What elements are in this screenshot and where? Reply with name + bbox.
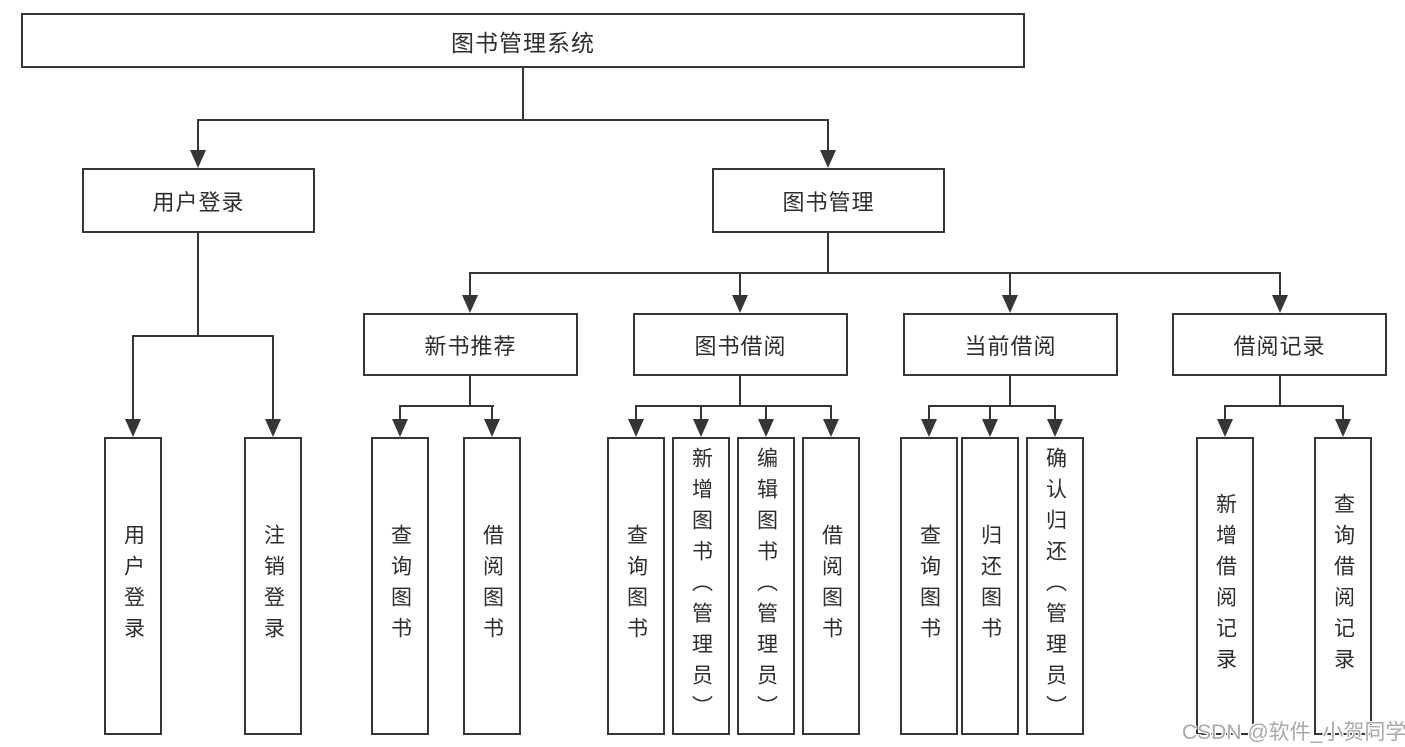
node-label: 注销登录	[261, 524, 285, 648]
node-library-management-system: 图书管理系统	[21, 13, 1025, 68]
node-label: 新书推荐	[424, 333, 517, 359]
connector-drop	[469, 272, 471, 297]
node-label: 图书借阅	[694, 333, 787, 359]
arrow-down-icon	[732, 295, 748, 313]
connector-stem	[1009, 375, 1011, 407]
arrow-down-icon	[1217, 419, 1233, 437]
node-query-books-borrowing: 查询图书	[607, 437, 665, 735]
connector-drop	[1342, 406, 1344, 421]
arrow-down-icon	[484, 419, 500, 437]
node-borrow-books-borrowing: 借阅图书	[802, 437, 860, 735]
connector-drop	[1224, 406, 1226, 421]
node-edit-book-admin: 编辑图书（管理员）	[737, 437, 795, 735]
connector-split	[928, 405, 1056, 407]
node-add-book-admin: 新增图书（管理员）	[672, 437, 730, 735]
node-book-borrowing: 图书借阅	[633, 313, 848, 376]
arrow-down-icon	[1272, 295, 1288, 313]
connector-drop	[1279, 272, 1281, 297]
connector-user-login-split	[132, 335, 274, 337]
node-label: 编辑图书（管理员）	[754, 446, 778, 726]
arrow-down-icon	[1047, 419, 1063, 437]
connector-drop	[491, 406, 493, 421]
node-user-login-leaf: 用户登录	[104, 437, 162, 735]
node-label: 借阅记录	[1233, 333, 1326, 359]
connector-drop	[635, 406, 637, 421]
connector-book-mgmt-stem	[827, 233, 829, 274]
node-label: 当前借阅	[964, 333, 1057, 359]
node-label: 查询借阅记录	[1331, 493, 1355, 679]
node-label: 新增图书（管理员）	[689, 446, 713, 726]
connector-root-stem	[522, 68, 524, 121]
connector-drop	[1009, 272, 1011, 297]
connector-level2-split	[469, 272, 1281, 274]
connector-drop	[1054, 406, 1056, 421]
connector-stem	[739, 375, 741, 407]
arrow-down-icon	[190, 150, 206, 168]
arrow-down-icon	[820, 150, 836, 168]
node-book-management: 图书管理	[712, 168, 945, 233]
node-borrow-books-recommend: 借阅图书	[463, 437, 521, 735]
node-label: 用户登录	[152, 189, 245, 215]
arrow-down-icon	[921, 419, 937, 437]
connector-split	[1224, 405, 1344, 407]
node-label: 借阅图书	[480, 524, 504, 648]
node-logout: 注销登录	[244, 437, 302, 735]
connector-drop	[989, 406, 991, 421]
connector-drop	[928, 406, 930, 421]
connector-level1-split	[197, 119, 829, 121]
connector-drop	[399, 406, 401, 421]
connector-drop	[739, 272, 741, 297]
arrow-down-icon	[1335, 419, 1351, 437]
node-user-login: 用户登录	[82, 168, 315, 233]
connector-book-mgmt-drop	[827, 119, 829, 152]
node-label: 图书管理	[782, 189, 875, 215]
connector-drop	[700, 406, 702, 421]
node-label: 图书管理系统	[451, 29, 595, 56]
node-add-borrow-record: 新增借阅记录	[1196, 437, 1254, 735]
connector-user-login-drop	[197, 119, 199, 152]
connector-stem	[1279, 375, 1281, 407]
arrow-down-icon	[1002, 295, 1018, 313]
node-borrowing-records: 借阅记录	[1172, 313, 1387, 376]
connector-user-login-stem	[197, 233, 199, 337]
connector-drop	[765, 406, 767, 421]
node-return-books: 归还图书	[961, 437, 1019, 735]
node-label: 查询图书	[917, 524, 941, 648]
node-label: 查询图书	[388, 524, 412, 648]
node-label: 确认归还（管理员）	[1043, 446, 1067, 726]
node-query-borrow-record: 查询借阅记录	[1314, 437, 1372, 735]
node-label: 新增借阅记录	[1213, 493, 1237, 679]
node-confirm-return-admin: 确认归还（管理员）	[1026, 437, 1084, 735]
connector-stem	[469, 375, 471, 407]
connector-drop	[272, 335, 274, 420]
arrow-down-icon	[125, 419, 141, 437]
node-label: 归还图书	[978, 524, 1002, 648]
arrow-down-icon	[758, 419, 774, 437]
node-query-books-recommend: 查询图书	[371, 437, 429, 735]
arrow-down-icon	[392, 419, 408, 437]
arrow-down-icon	[265, 419, 281, 437]
node-label: 查询图书	[624, 524, 648, 648]
node-query-books-current: 查询图书	[900, 437, 958, 735]
node-label: 用户登录	[121, 524, 145, 648]
arrow-down-icon	[628, 419, 644, 437]
arrow-down-icon	[823, 419, 839, 437]
connector-split	[635, 405, 832, 407]
node-label: 借阅图书	[819, 524, 843, 648]
node-current-borrowing: 当前借阅	[903, 313, 1118, 376]
arrow-down-icon	[693, 419, 709, 437]
connector-drop	[830, 406, 832, 421]
arrow-down-icon	[982, 419, 998, 437]
csdn-watermark: CSDN @软件_小贺同学	[1182, 721, 1405, 744]
arrow-down-icon	[462, 295, 478, 313]
connector-drop	[132, 335, 134, 420]
node-new-book-recommend: 新书推荐	[363, 313, 578, 376]
connector-split	[399, 405, 494, 407]
